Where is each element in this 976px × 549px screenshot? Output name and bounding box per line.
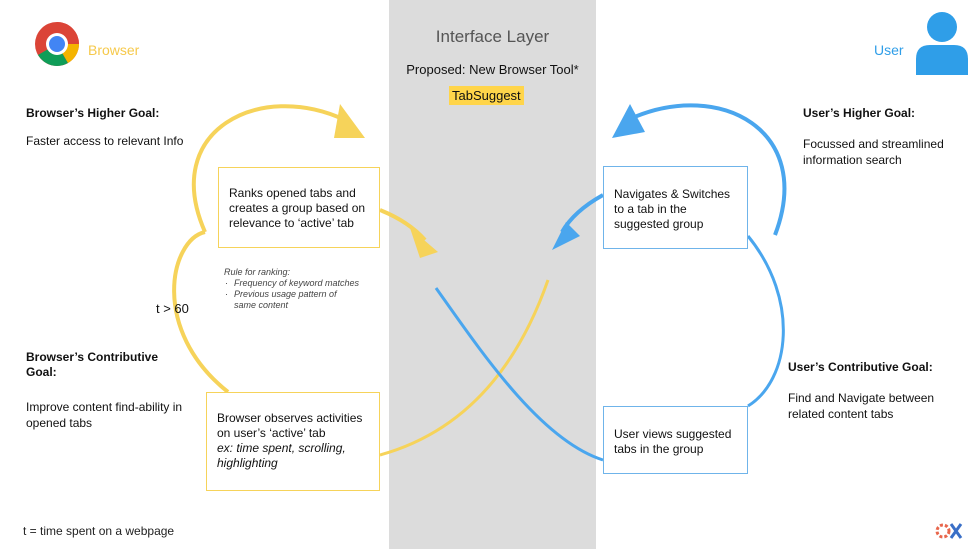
chrome-logo-icon <box>35 22 79 66</box>
browser-contrib-goal-text-line2: opened tabs <box>26 416 93 430</box>
navigates-arrowhead <box>552 222 580 250</box>
user-person-icon <box>916 12 968 75</box>
time-threshold: t > 60 <box>156 301 189 316</box>
ranks-tabs-box: Ranks opened tabs and creates a group ba… <box>218 167 380 248</box>
navigates-switches-box: Navigates & Switches to a tab in the sug… <box>603 166 748 249</box>
user-higher-goal-text: Focussed and streamlined information sea… <box>803 136 944 168</box>
rule-item-keywords: Frequency of keyword matches <box>224 278 359 289</box>
interface-layer-title: Interface Layer <box>435 27 550 46</box>
navigates-line-1: Navigates & Switches <box>614 187 731 201</box>
user-outer-loop <box>746 235 785 408</box>
observes-diagonal <box>379 279 550 457</box>
browser-higher-goal-text: Faster access to relevant Info <box>26 134 184 148</box>
observes-example-line-2: highlighting <box>217 456 278 470</box>
user-higher-goal-text-line2: information search <box>803 153 902 167</box>
rule-item-usage: Previous usage pattern of <box>224 289 359 300</box>
observes-line-2: on user’s ‘active’ tab <box>217 426 326 440</box>
user-contrib-goal-text-line1: Find and Navigate between <box>788 391 935 405</box>
user-views-box: User views suggested tabs in the group <box>603 406 748 474</box>
navigates-line-2: to a tab in the <box>614 202 687 216</box>
tool-name-highlight: TabSuggest <box>449 86 524 105</box>
user-label: User <box>874 42 904 58</box>
navigates-line-3: suggested group <box>614 217 704 231</box>
footnote: t = time spent on a webpage <box>23 524 175 538</box>
browser-observes-box: Browser observes activities on user’s ‘a… <box>206 392 380 491</box>
user-top-arc <box>631 103 787 236</box>
ranks-arrowhead <box>410 228 438 258</box>
rule-title: Rule for ranking: <box>224 267 291 277</box>
browser-outer-loop <box>172 230 230 394</box>
browser-top-arc <box>191 104 346 233</box>
browser-contrib-goal-text: Improve content find-ability in opened t… <box>26 399 182 431</box>
views-line-1: User views suggested <box>614 427 732 441</box>
browser-top-arrowhead <box>334 104 365 138</box>
observes-line-1: Browser observes activities <box>217 411 363 425</box>
browser-contrib-goal-title: Browser’s Contributive Goal: <box>26 350 158 380</box>
user-higher-goal-title: User’s Higher Goal: <box>803 106 916 120</box>
ox-logo-icon <box>935 523 963 539</box>
user-contrib-goal-text: Find and Navigate between related conten… <box>788 390 934 422</box>
user-higher-goal-text-line1: Focussed and streamlined <box>803 137 944 151</box>
ranks-line-1: Ranks opened tabs and <box>229 186 356 200</box>
ranks-to-interface-line <box>379 208 427 242</box>
browser-higher-goal-title: Browser’s Higher Goal: <box>26 106 160 120</box>
browser-contrib-goal-title-line1: Browser’s Contributive <box>26 350 159 364</box>
observes-example-line-1: ex: time spent, scrolling, <box>217 441 346 455</box>
rule-item-usage-cont: same content <box>234 300 289 310</box>
user-contrib-goal-title: User’s Contributive Goal: <box>788 360 933 374</box>
proposed-tool-title: Proposed: New Browser Tool* <box>406 62 579 77</box>
views-line-2: tabs in the group <box>614 442 704 456</box>
ranking-rule-note: Rule for ranking: Frequency of keyword m… <box>224 267 359 311</box>
user-top-arrowhead <box>612 104 645 138</box>
views-diagonal <box>434 287 604 462</box>
ranks-line-2: creates a group based on <box>229 201 366 215</box>
ranks-line-3: relevance to ‘active’ tab <box>229 216 354 230</box>
browser-label: Browser <box>88 42 140 58</box>
browser-contrib-goal-text-line1: Improve content find-ability in <box>26 400 183 414</box>
browser-contrib-goal-title-line2: Goal: <box>26 365 57 379</box>
user-contrib-goal-text-line2: related content tabs <box>788 407 894 421</box>
